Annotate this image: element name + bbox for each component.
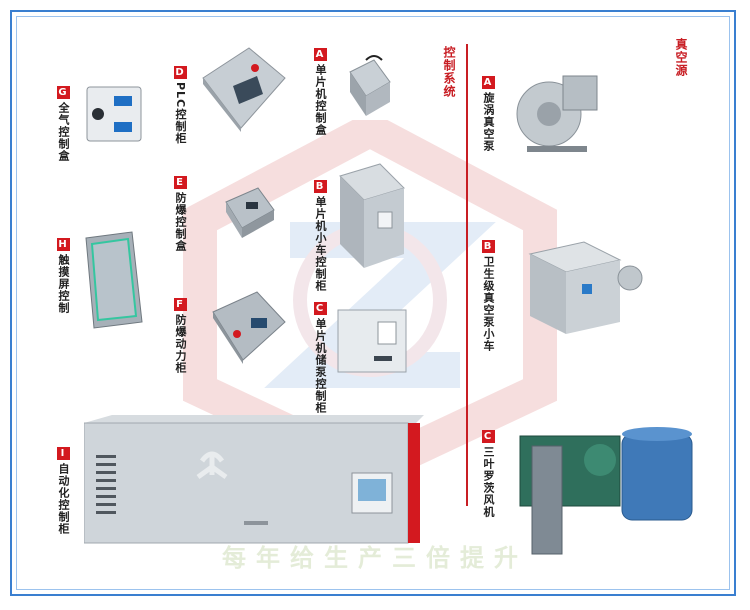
label-automation-cabinet: I自动化控制柜 — [56, 447, 70, 535]
cart-control-cabinet-image — [339, 163, 405, 268]
tag-h: H — [56, 238, 70, 251]
pump-control-cabinet-image — [337, 309, 407, 373]
tag-d: D — [173, 66, 187, 79]
tag-c: C — [313, 302, 327, 315]
single-chip-control-box-image — [349, 55, 391, 116]
automation-cabinet-image — [84, 415, 424, 544]
tag-f: F — [173, 298, 187, 311]
sanitary-pump-cart-image — [528, 241, 643, 334]
tag-vacuum-a: A — [481, 76, 495, 89]
label-explosion-proof-box: E防爆控制盒 — [173, 176, 187, 252]
outer-frame — [10, 10, 736, 596]
control-system-title: 控制系统 — [442, 46, 456, 98]
label-sanitary-pump-cart: B卫生级真空泵小车 — [481, 240, 495, 352]
label-single-chip-box: A单片机控制盒 — [313, 48, 327, 136]
label-touchscreen: H触摸屏控制 — [56, 238, 70, 314]
slogan-watermark: 每年给生产三倍提升 — [222, 543, 528, 572]
touchscreen-panel-image — [85, 231, 143, 329]
tag-g: G — [56, 86, 70, 99]
tag-i: I — [56, 447, 70, 460]
label-plc-cabinet: DPLC控制柜 — [173, 66, 187, 145]
tag-e: E — [173, 176, 187, 189]
vacuum-source-title: 真空源 — [674, 38, 688, 77]
plc-cabinet-image — [202, 47, 286, 132]
label-roots-blower: C三叶罗茨风机 — [481, 430, 495, 518]
tag-a: A — [313, 48, 327, 61]
gas-control-box-image — [86, 86, 142, 142]
tag-b: B — [313, 180, 327, 193]
label-pump-control-cabinet: C单片机储泵控制柜 — [313, 302, 327, 414]
explosion-proof-cabinet-image — [212, 291, 286, 364]
section-divider — [466, 44, 468, 506]
tag-vacuum-b: B — [481, 240, 495, 253]
explosion-proof-box-image — [225, 187, 275, 238]
tag-vacuum-c: C — [481, 430, 495, 443]
label-vortex-pump: A旋涡真空泵 — [481, 76, 495, 152]
label-gas-control-box: G全气控制盒 — [56, 86, 70, 162]
label-cart-control-cabinet: B单片机小车控制柜 — [313, 180, 327, 292]
label-explosion-proof-cabinet: F防爆动力柜 — [173, 298, 187, 374]
inner-frame — [16, 16, 730, 590]
roots-blower-image — [519, 427, 693, 555]
vortex-vacuum-pump-image — [516, 75, 598, 152]
